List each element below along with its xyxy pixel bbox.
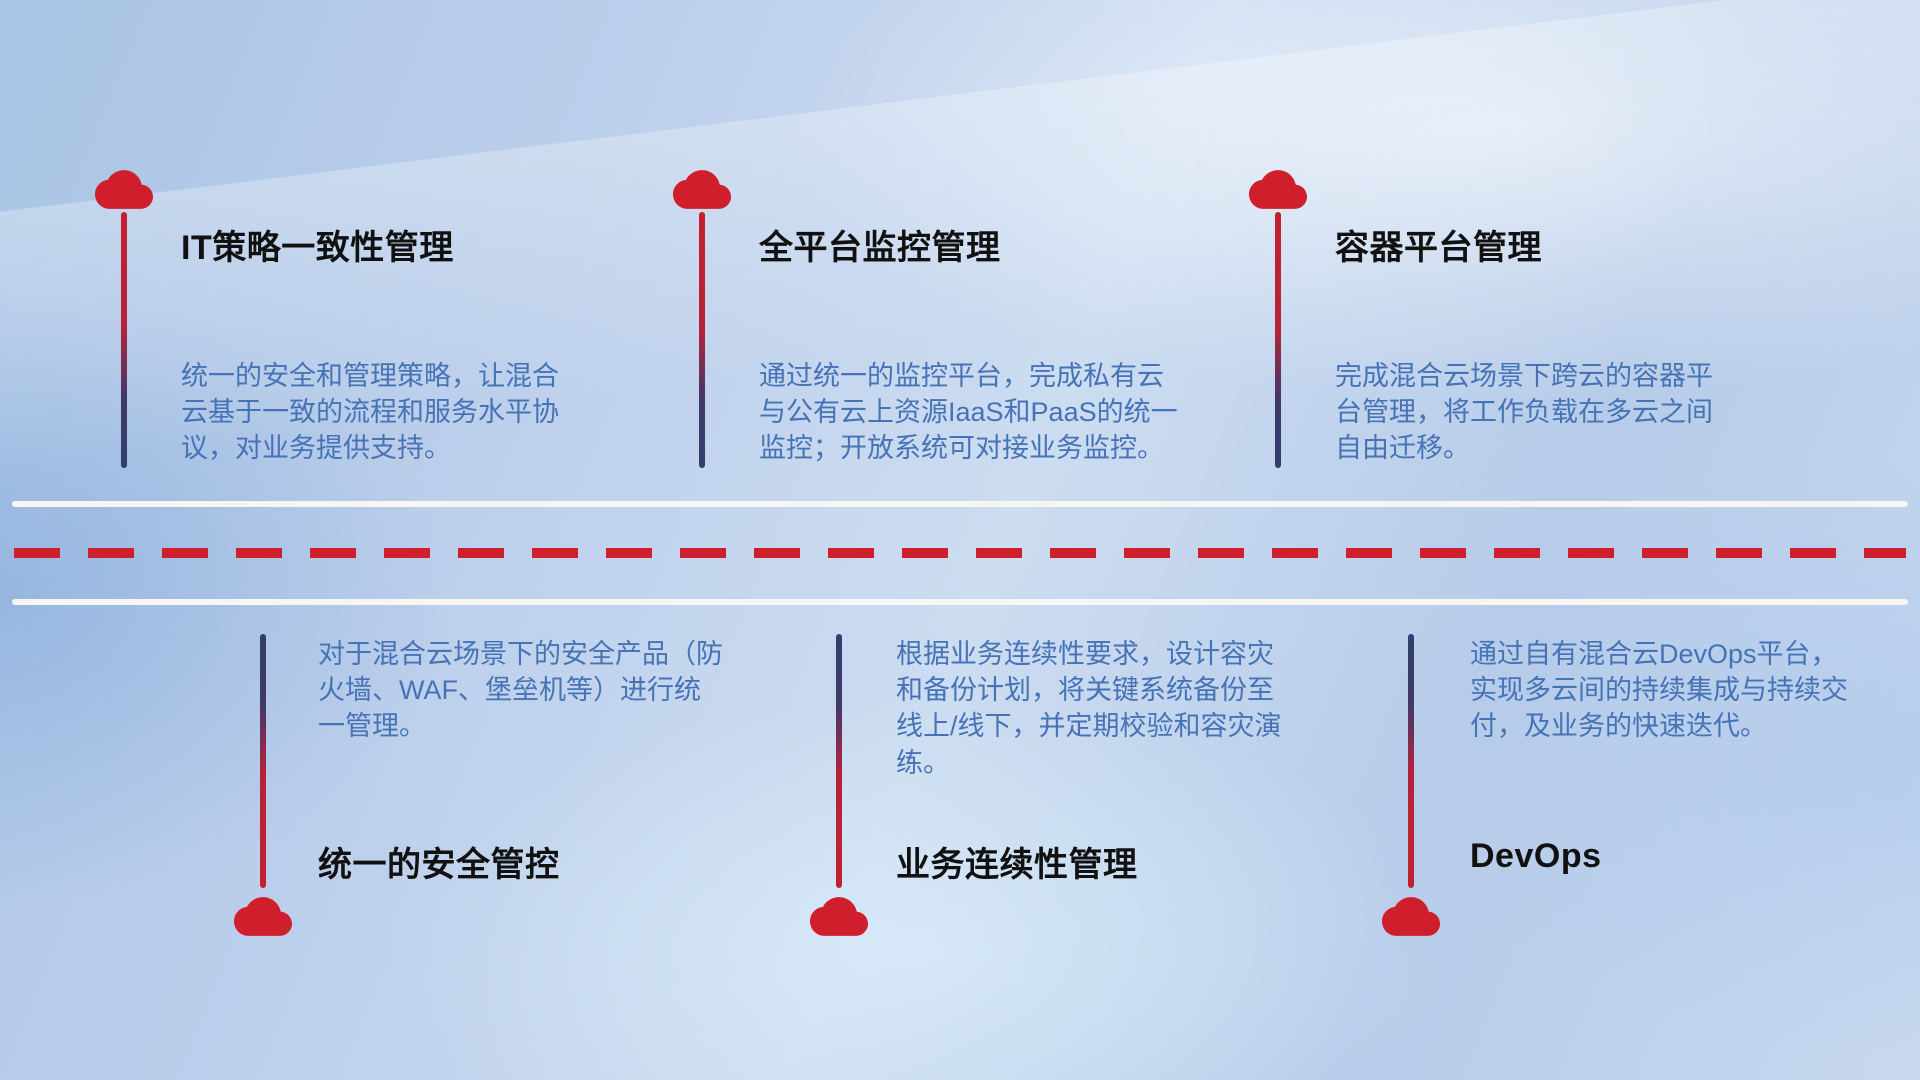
timeline-stem <box>121 212 127 468</box>
milestone-description: 完成混合云场景下跨云的容器平台管理，将工作负载在多云之间自由迁移。 <box>1335 361 1713 464</box>
cloud-icon <box>673 170 731 209</box>
milestone-description: 通过自有混合云DevOps平台，实现多云间的持续集成与持续交付，及业务的快速迭代… <box>1470 639 1848 742</box>
milestone-description: 对于混合云场景下的安全产品（防火墙、WAF、堡垒机等）进行统一管理。 <box>318 639 723 742</box>
milestone-description: 根据业务连续性要求，设计容灾和备份计划，将关键系统备份至线上/线下，并定期校验和… <box>896 639 1282 778</box>
timeline-stem <box>260 634 266 888</box>
road-top-line <box>12 501 1908 507</box>
timeline-stem <box>1408 634 1414 888</box>
milestone-description: 通过统一的监控平台，完成私有云与公有云上资源IaaS和PaaS的统一监控；开放系… <box>759 361 1178 464</box>
milestone-title: 业务连续性管理 <box>896 846 1138 884</box>
timeline-stem <box>836 634 842 888</box>
cloud-icon <box>810 897 868 936</box>
road-bottom-line <box>12 599 1908 605</box>
timeline-stem <box>699 212 705 468</box>
milestone-title: 统一的安全管控 <box>318 846 560 884</box>
milestone-description: 统一的安全和管理策略，让混合云基于一致的流程和服务水平协议，对业务提供支持。 <box>181 361 559 464</box>
milestone-title: 全平台监控管理 <box>759 229 1001 267</box>
cloud-icon <box>1382 897 1440 936</box>
road-dashed-centerline <box>14 548 1906 558</box>
milestone-title: IT策略一致性管理 <box>181 229 454 267</box>
cloud-icon <box>1249 170 1307 209</box>
timeline-stem <box>1275 212 1281 468</box>
milestone-title: 容器平台管理 <box>1335 229 1542 267</box>
cloud-icon <box>95 170 153 209</box>
milestone-title: DevOps <box>1470 837 1602 875</box>
cloud-icon <box>234 897 292 936</box>
